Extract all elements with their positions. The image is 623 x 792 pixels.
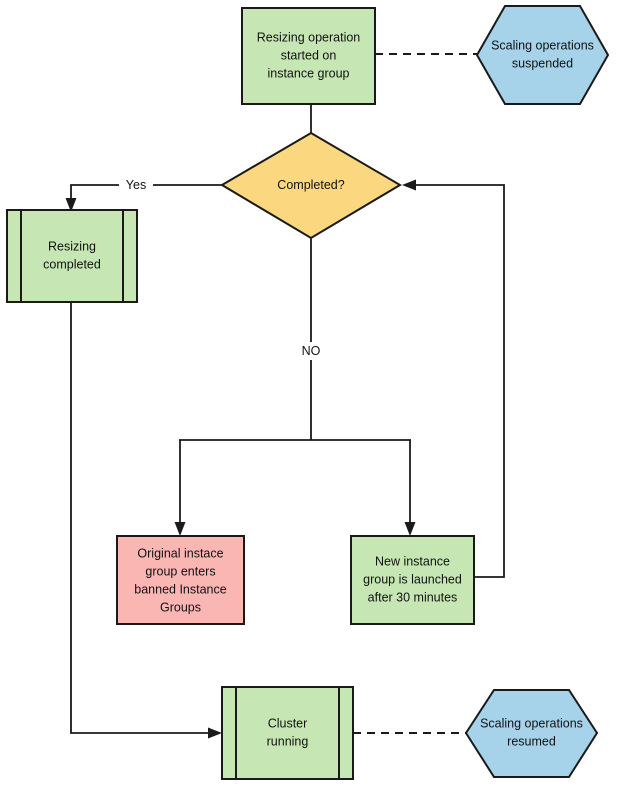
arrow-head xyxy=(208,727,222,739)
node-body[interactable] xyxy=(464,689,599,778)
node-body[interactable] xyxy=(221,686,354,780)
node-label-line-1: Original instace xyxy=(137,546,223,560)
edge-branch-to-new-group xyxy=(404,440,416,536)
edge-label-yes: Yes xyxy=(126,178,146,192)
edge-line xyxy=(414,184,505,578)
edge-branch-to-banned xyxy=(174,440,186,536)
node-resizing-completed[interactable]: Resizing completed xyxy=(6,209,138,303)
node-body[interactable] xyxy=(350,535,475,625)
node-label-line-2: running xyxy=(267,734,309,748)
node-label-line-3: banned Instance xyxy=(134,582,226,596)
node-body[interactable] xyxy=(116,535,245,625)
edge-decision-yes: Yes xyxy=(65,176,222,212)
node-label-line-1: Completed? xyxy=(277,178,344,192)
node-label-line-2: started on xyxy=(281,48,337,62)
arrow-head xyxy=(402,179,416,191)
arrow-head xyxy=(65,198,77,212)
node-label-line-3: instance group xyxy=(267,66,349,80)
edge-line xyxy=(70,184,222,200)
node-label-line-1: Scaling operations xyxy=(480,716,583,730)
node-cluster-running[interactable]: Cluster running xyxy=(221,686,354,780)
node-body[interactable] xyxy=(6,209,138,303)
node-label-line-2: completed xyxy=(43,257,101,271)
node-body[interactable] xyxy=(220,131,402,240)
node-label-line-1: Cluster xyxy=(268,716,308,730)
node-resizing-started[interactable]: Resizing operation started on instance g… xyxy=(241,7,376,105)
edge-decision-no: NO xyxy=(294,238,328,440)
node-label-line-1: Resizing xyxy=(48,239,96,253)
node-scaling-suspended[interactable]: Scaling operations suspended xyxy=(475,5,610,105)
node-original-banned[interactable]: Original instace group enters banned Ins… xyxy=(116,535,245,625)
edge-new-group-retry xyxy=(402,179,505,578)
edge-label-backdrop xyxy=(119,176,153,193)
node-label-line-2: group is launched xyxy=(363,572,462,586)
node-completed-decision[interactable]: Completed? xyxy=(220,131,402,240)
node-label-line-1: Scaling operations xyxy=(491,38,594,52)
node-body[interactable] xyxy=(475,5,610,105)
node-label-line-4: Groups xyxy=(160,600,201,614)
node-label-line-2: resumed xyxy=(507,734,556,748)
node-label-line-2: suspended xyxy=(512,56,573,70)
node-label-line-1: Resizing operation xyxy=(257,30,361,44)
node-label-line-3: after 30 minutes xyxy=(368,590,458,604)
node-new-instance-group[interactable]: New instance group is launched after 30 … xyxy=(350,535,475,625)
node-scaling-resumed[interactable]: Scaling operations resumed xyxy=(464,689,599,778)
edge-completed-to-cluster xyxy=(70,302,222,739)
node-body[interactable] xyxy=(241,7,376,105)
edge-line xyxy=(70,302,210,734)
node-label-line-1: New instance xyxy=(375,554,450,568)
arrow-head xyxy=(174,522,186,536)
edge-label-backdrop xyxy=(294,342,328,360)
edge-label-no: NO xyxy=(302,344,321,358)
node-label-line-2: group enters xyxy=(145,564,215,578)
arrow-head xyxy=(404,522,416,536)
